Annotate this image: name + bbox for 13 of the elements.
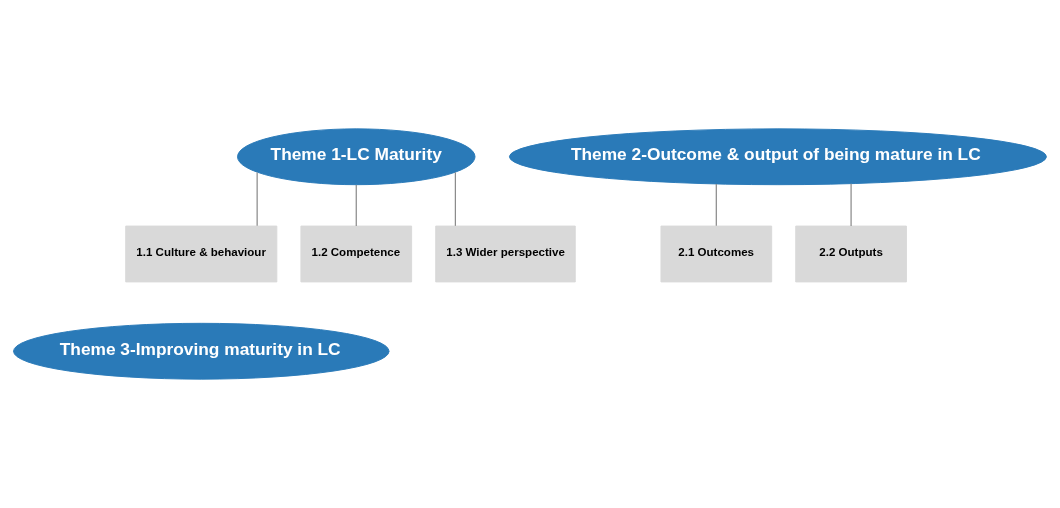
- node-ellipse: Theme 3-Improving maturity in LC: [13, 322, 390, 380]
- node-ellipse: Theme 2-Outcome & output of being mature in LC: [508, 128, 1047, 186]
- connector: [355, 184, 357, 227]
- connector: [454, 171, 456, 227]
- node-box: 2.1 Outcomes: [660, 225, 773, 283]
- connector: [256, 171, 258, 227]
- connector: [715, 183, 717, 227]
- node-box: 1.3 Wider perspective: [435, 225, 576, 283]
- node-ellipse: Theme 1-LC Maturity: [237, 128, 476, 186]
- node-box: 1.2 Competence: [300, 225, 413, 283]
- node-box: 1.1 Culture & behaviour: [125, 225, 278, 283]
- node-box: 2.2 Outputs: [795, 225, 907, 283]
- connector: [850, 183, 852, 227]
